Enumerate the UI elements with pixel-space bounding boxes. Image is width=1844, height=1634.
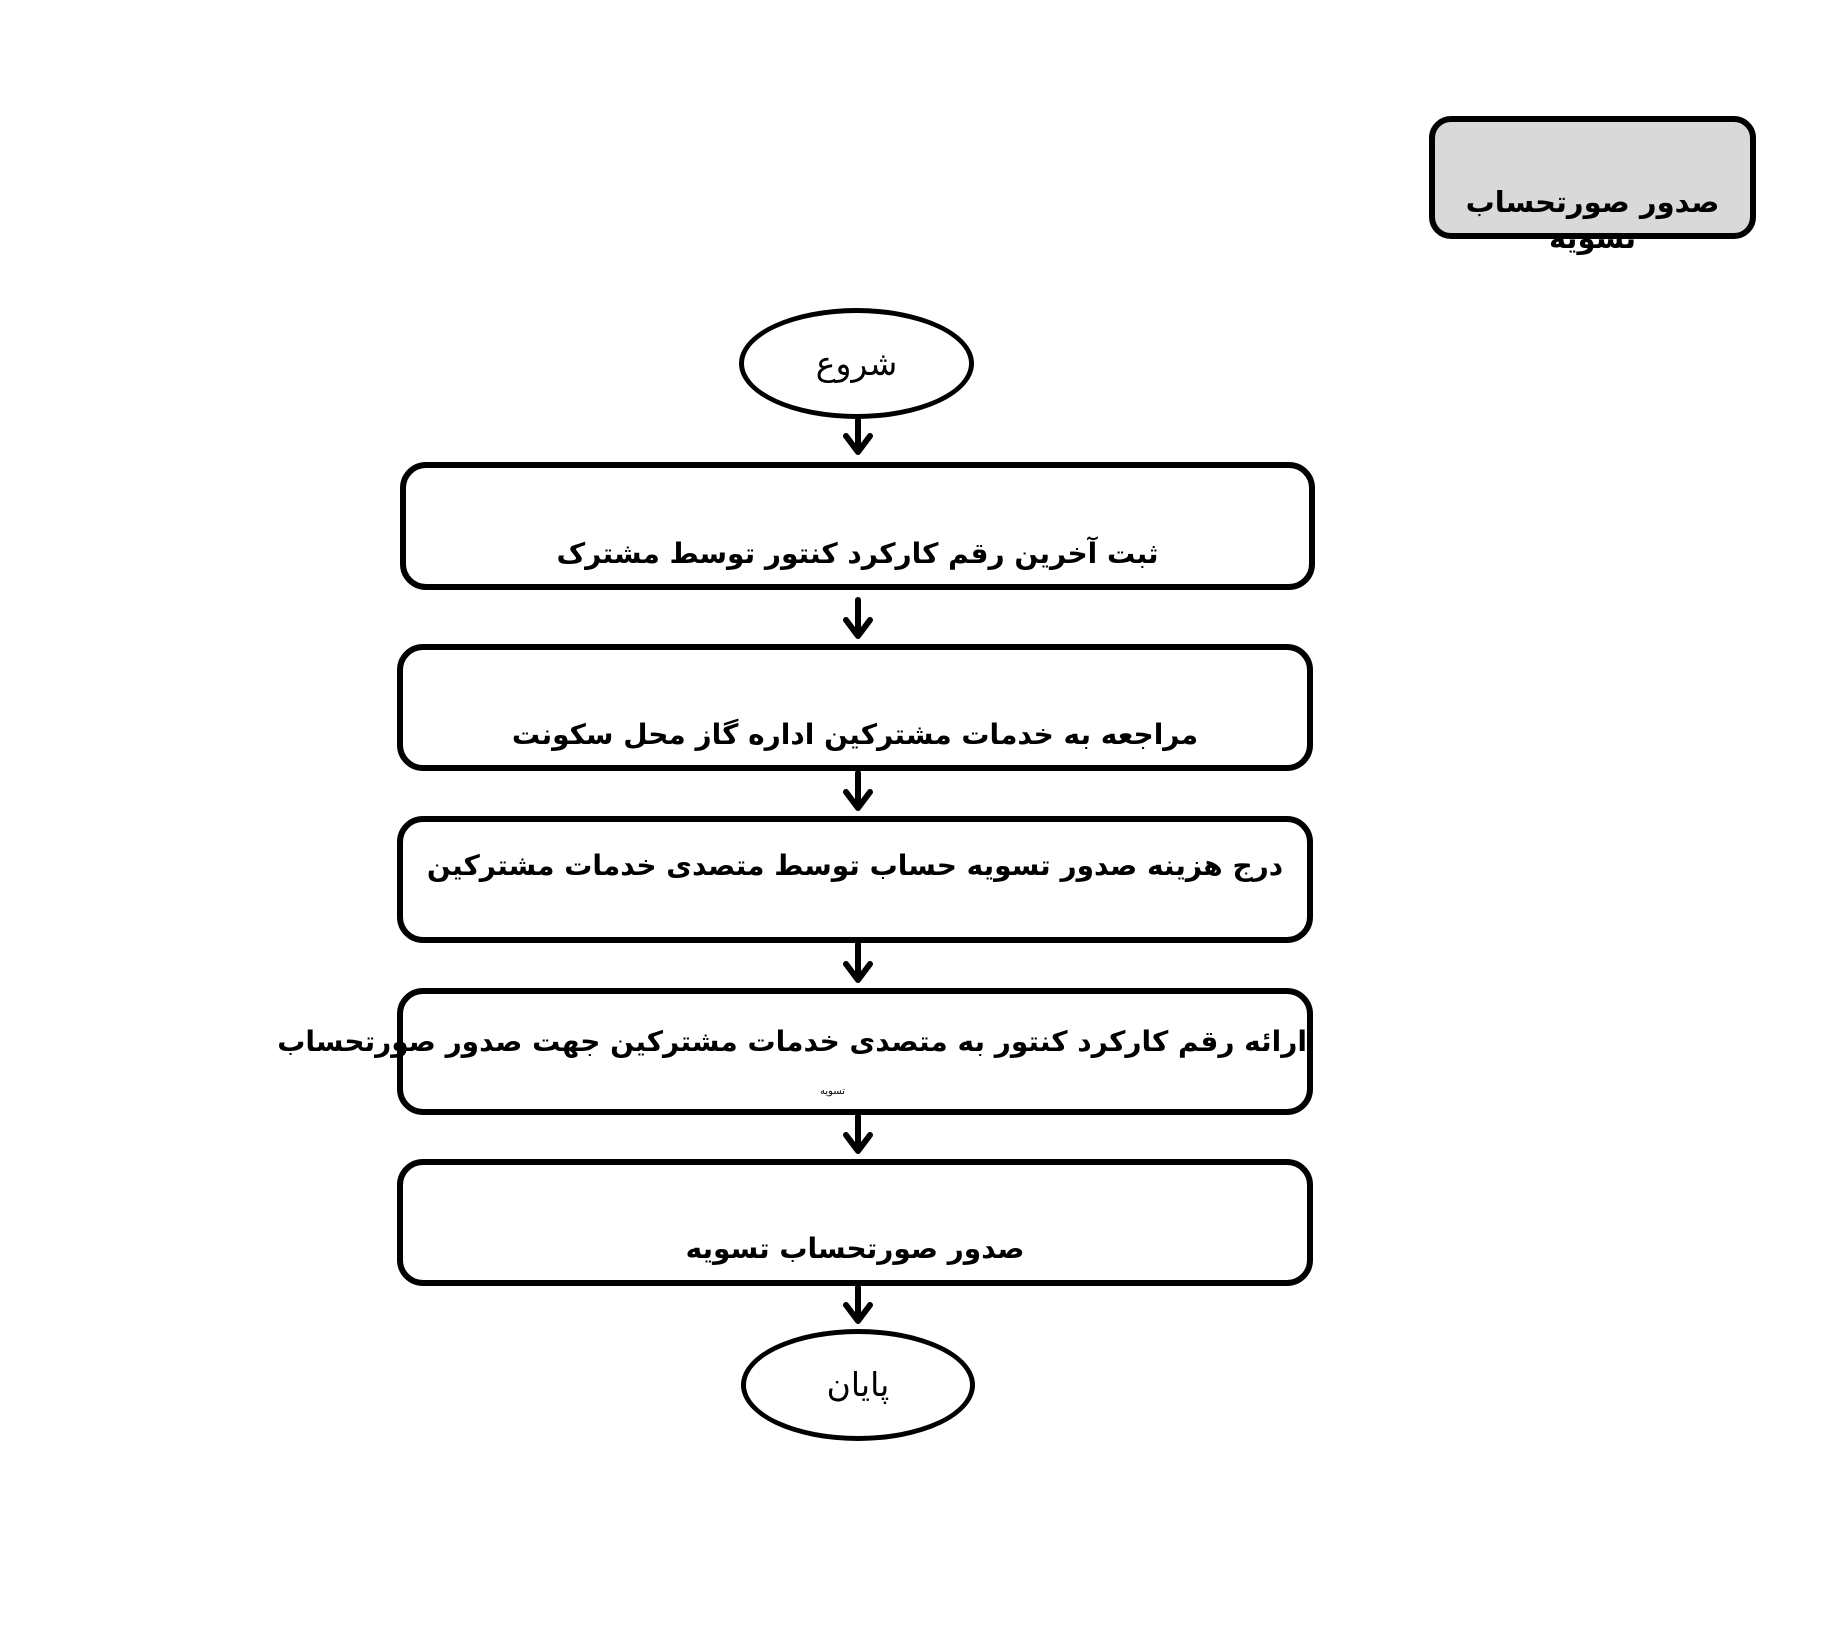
process-step-4-clipped-line: تسویه <box>820 1086 846 1097</box>
arrow-step-2-to-step-3 <box>843 770 873 811</box>
start-terminal: شروع <box>739 308 974 419</box>
process-step-4: ارائه رقم کارکرد کنتور به متصدی خدمات مش… <box>277 988 1313 1115</box>
arrow-start-to-step-1 <box>843 415 873 455</box>
arrow-step-5-to-end <box>843 1284 873 1324</box>
process-step-3-label: درج هزینه صدور تسویه حساب توسط متصدی خدم… <box>426 849 1284 882</box>
process-step-5: صدور صورتحساب تسویه <box>397 1159 1313 1286</box>
process-step-1-label: ثبت آخرین رقم کارکرد کنتور توسط مشترک <box>556 537 1159 570</box>
process-step-2: مراجعه به خدمات مشترکین اداره گاز محل سک… <box>397 644 1313 771</box>
arrow-step-1-to-step-2 <box>843 597 873 639</box>
end-terminal: پایان <box>741 1329 975 1441</box>
process-step-5-label: صدور صورتحساب تسویه <box>685 1232 1025 1265</box>
arrow-step-4-to-step-5 <box>843 1113 873 1154</box>
process-step-3: درج هزینه صدور تسویه حساب توسط متصدی خدم… <box>397 816 1313 943</box>
start-label: شروع <box>815 343 898 383</box>
process-step-4-label: ارائه رقم کارکرد کنتور به متصدی خدمات مش… <box>277 1025 1307 1058</box>
diagram-title: صدور صورتحساب تسویه <box>1465 185 1720 255</box>
process-step-1: ثبت آخرین رقم کارکرد کنتور توسط مشترک <box>400 462 1315 590</box>
diagram-title-box: صدور صورتحساب تسویه <box>1429 116 1756 255</box>
arrow-step-3-to-step-4 <box>843 941 873 983</box>
process-step-2-label: مراجعه به خدمات مشترکین اداره گاز محل سک… <box>511 718 1199 751</box>
end-label: پایان <box>826 1365 890 1404</box>
